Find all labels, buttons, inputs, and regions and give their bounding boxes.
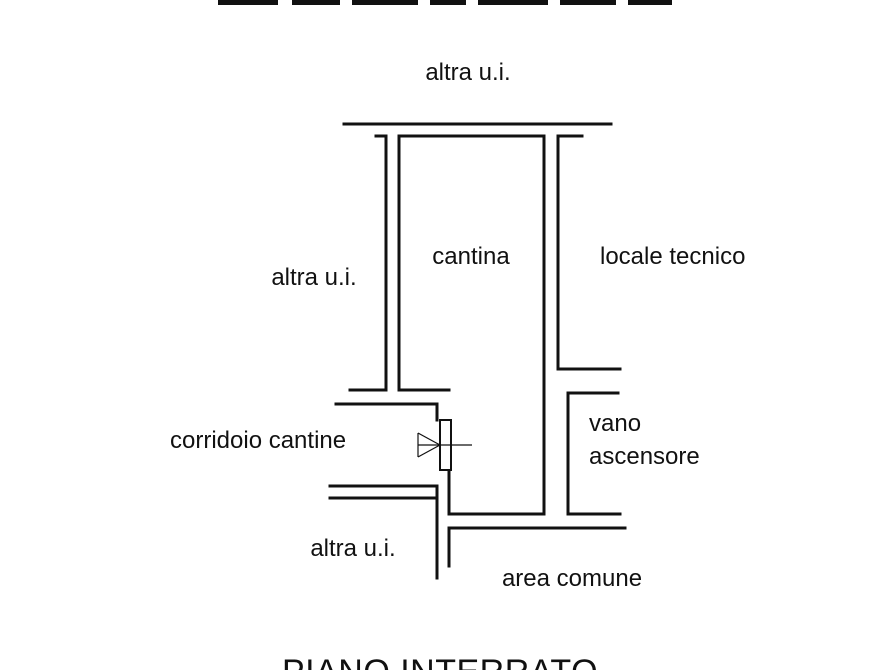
cropped-header	[218, 0, 672, 5]
label-bottom-other-unit: altra u.i.	[310, 535, 395, 562]
label-cellar-corridor: corridoio cantine	[170, 427, 346, 454]
label-top-other-unit: altra u.i.	[425, 59, 510, 86]
label-elevator-shaft-line2: ascensore	[589, 443, 700, 470]
door-swing-arrow-upper	[417, 432, 441, 446]
label-left-other-unit: altra u.i.	[271, 264, 356, 291]
label-technical-room: locale tecnico	[600, 243, 745, 270]
label-cellar: cantina	[432, 243, 510, 270]
label-common-area: area comune	[502, 565, 642, 592]
label-elevator-shaft-line1: vano	[589, 410, 641, 437]
cellar-door	[417, 419, 472, 471]
walls	[328, 122, 627, 580]
door-swing-arrow-lower	[417, 444, 441, 458]
floor-title: PIANO INTERRATO	[282, 653, 598, 670]
